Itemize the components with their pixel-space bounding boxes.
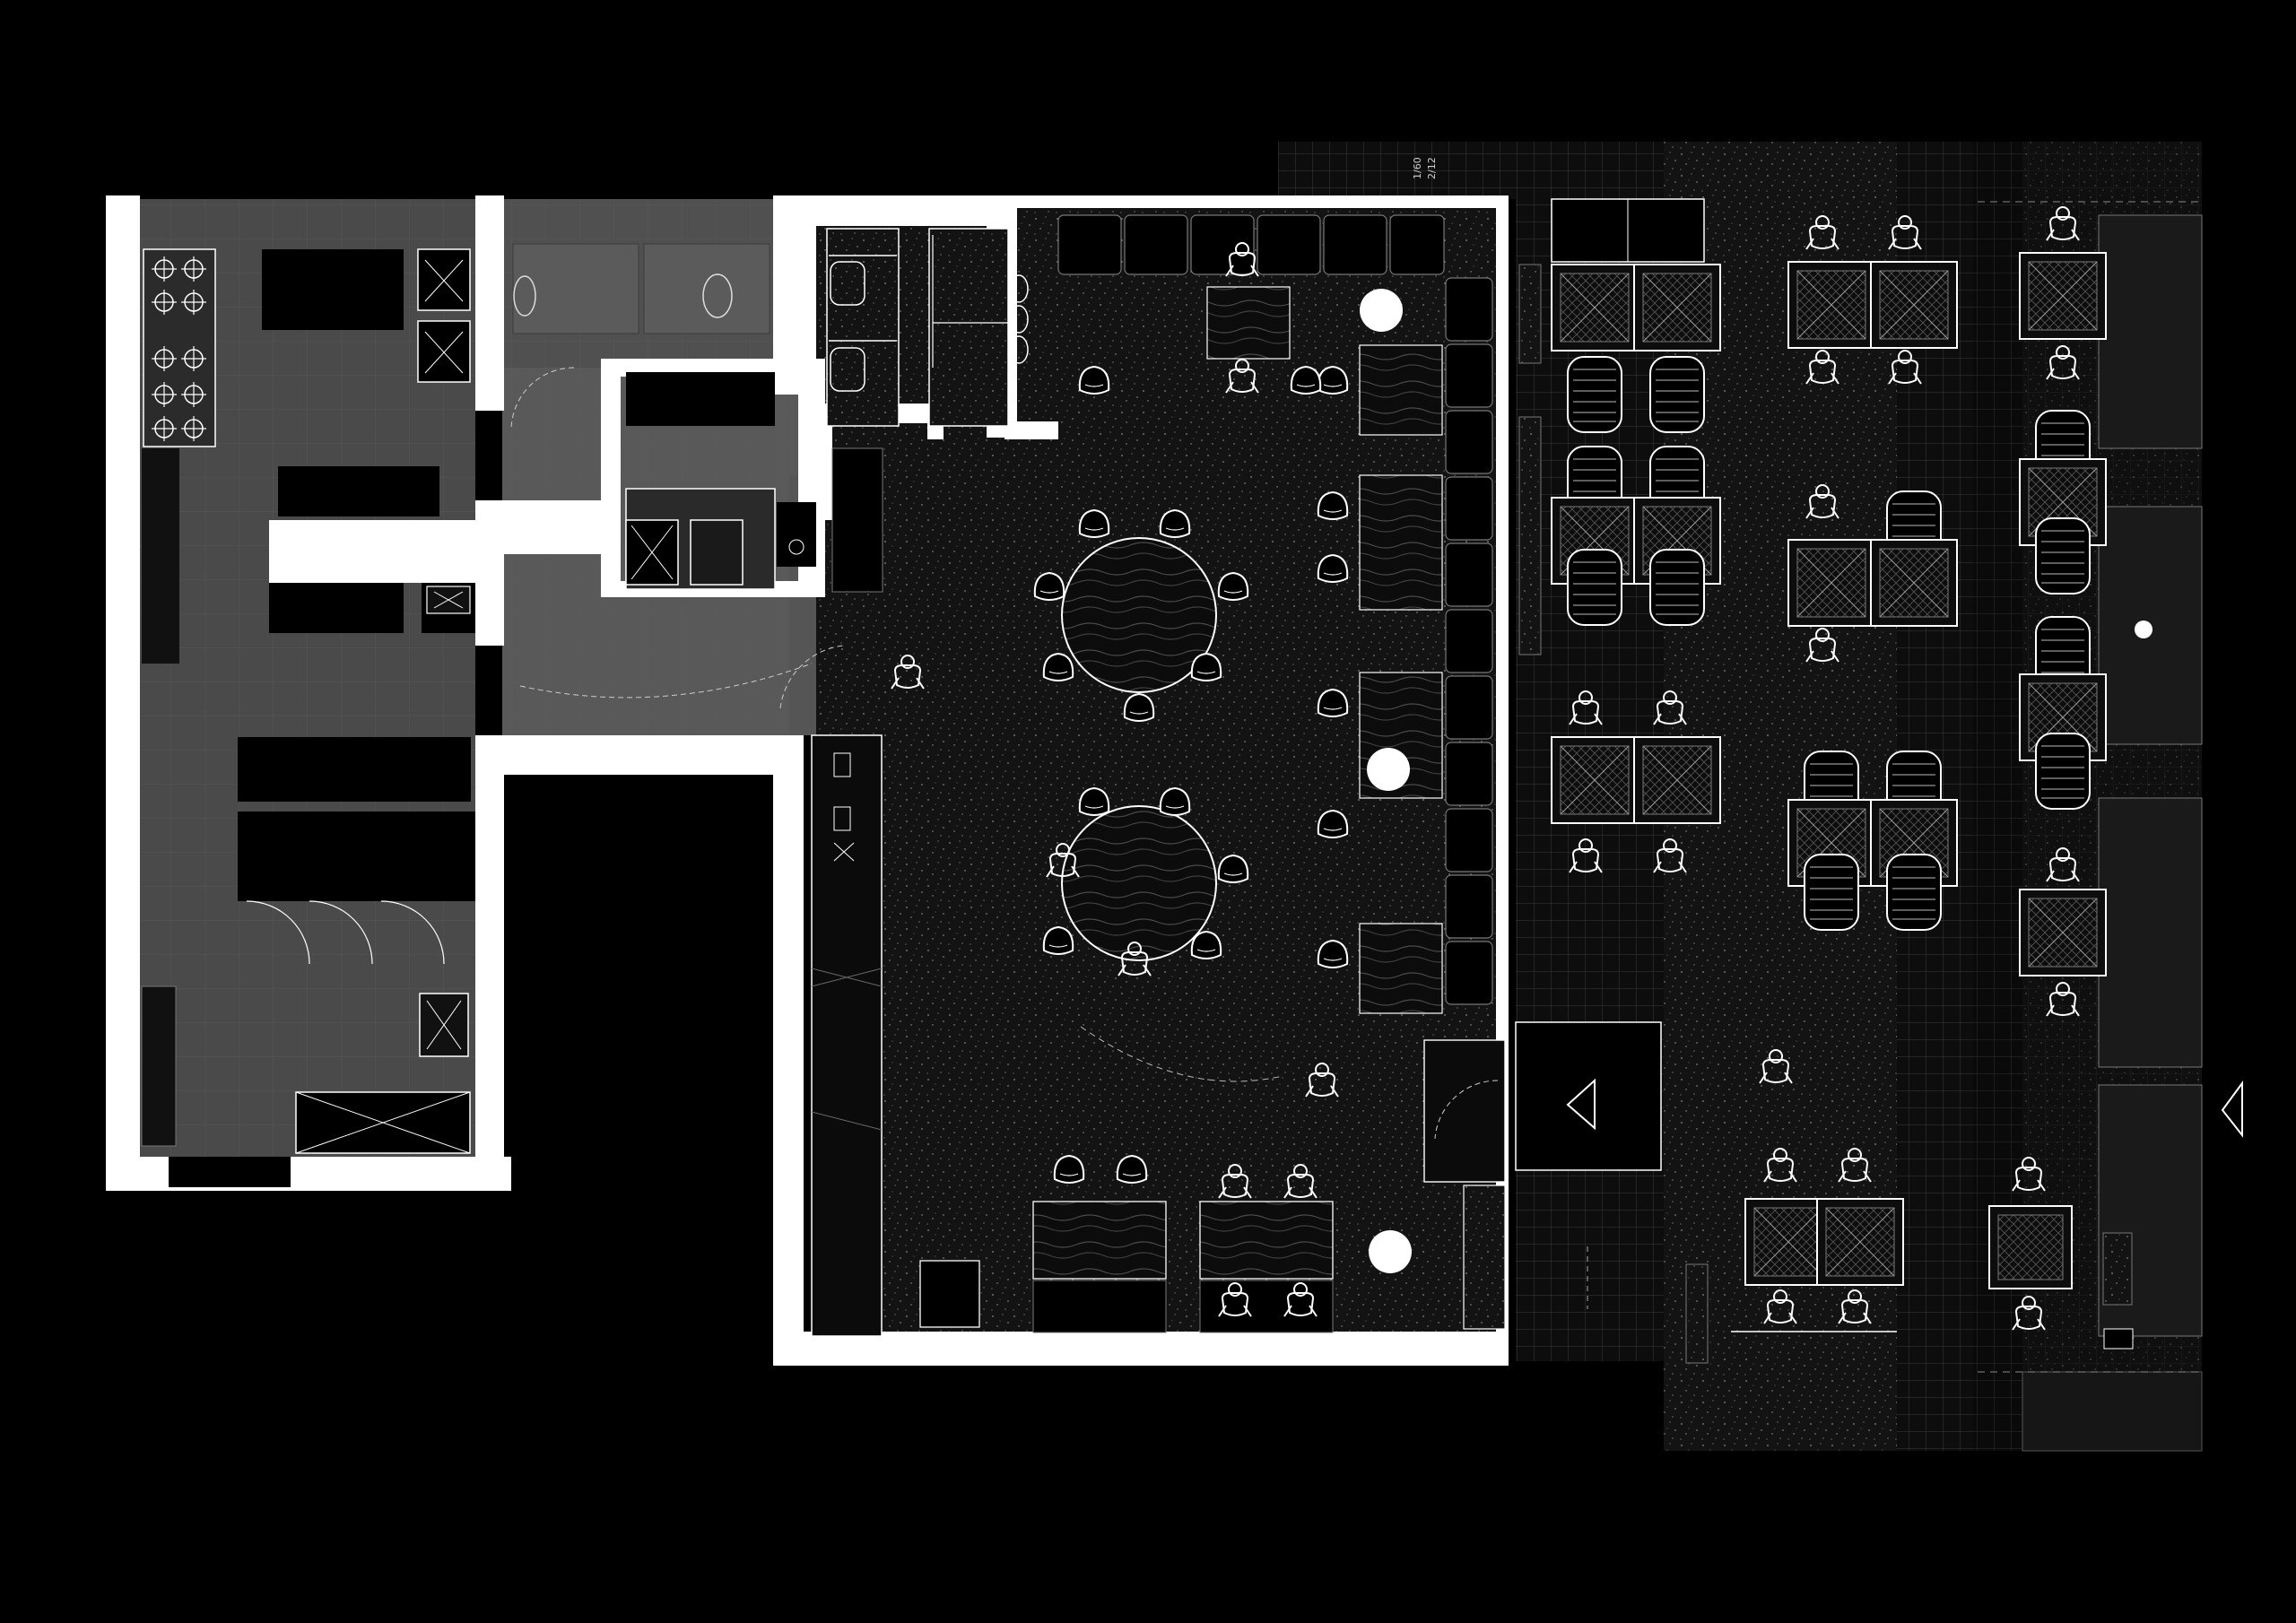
toilet-icon [702, 273, 733, 318]
sink-icon [513, 275, 536, 317]
banquette-right [1445, 277, 1493, 1005]
chair-icon [1116, 1155, 1148, 1184]
sink-icon [1009, 305, 1029, 334]
entry-vestibule [1423, 1039, 1506, 1183]
table-icon [2019, 889, 2107, 976]
chair-icon [1317, 491, 1349, 520]
sink-icon [1009, 274, 1029, 303]
table-icon [1787, 261, 1875, 349]
chair-icon [1053, 1155, 1085, 1184]
round-table-icon [1042, 787, 1249, 976]
street-tables [1988, 206, 2243, 1350]
chair-icon [1317, 810, 1349, 838]
chair-icon [1317, 940, 1349, 968]
table-icon [1551, 264, 1639, 352]
sink-icon [833, 806, 851, 831]
sink-icon [690, 519, 744, 586]
kitchen [141, 248, 475, 1187]
shelving [238, 737, 471, 802]
sink-icon [1009, 335, 1029, 364]
bollard-marker [2135, 621, 2152, 638]
column-marker [1369, 1230, 1412, 1273]
table-icon [1551, 736, 1639, 824]
pavement-seating [1731, 215, 1958, 1332]
sink-icon [833, 752, 851, 777]
entrance-arrow-icon [1566, 1078, 1596, 1131]
table-icon [1787, 539, 1875, 627]
chair-icon [1317, 554, 1349, 583]
toilet-icon [830, 261, 865, 306]
range-cooker [143, 248, 216, 447]
banquette-top [1057, 214, 1445, 275]
column-marker [1360, 289, 1403, 332]
kitchen-island [278, 466, 439, 516]
table-icon [1633, 736, 1721, 824]
chair-icon [1290, 366, 1322, 395]
stair-mark: 1/60 [1412, 157, 1423, 179]
restrooms [510, 228, 1029, 709]
round-table-icon [1033, 509, 1249, 722]
table-icon [2019, 252, 2107, 340]
table-icon [1870, 539, 1958, 627]
toilet-icon [830, 347, 865, 392]
chair-icon [1078, 366, 1110, 395]
entrance-arrow-icon [2221, 1080, 2243, 1138]
walls [106, 195, 1509, 1366]
chair-icon [1317, 689, 1349, 717]
dining-room [811, 214, 1506, 1337]
service-door [169, 1157, 291, 1187]
back-counter [811, 734, 883, 1337]
column-marker [1367, 748, 1410, 791]
chair-icon [1317, 366, 1349, 395]
table-icon [1870, 261, 1958, 349]
stair-mark: 2/12 [1426, 157, 1438, 179]
terrace-deck: 1/60 2/12 [1412, 157, 1721, 1364]
table-icon [1816, 1198, 1904, 1286]
entrance-landing [1515, 1021, 1662, 1171]
prep-counter [262, 249, 404, 330]
table-icon [1633, 264, 1721, 352]
